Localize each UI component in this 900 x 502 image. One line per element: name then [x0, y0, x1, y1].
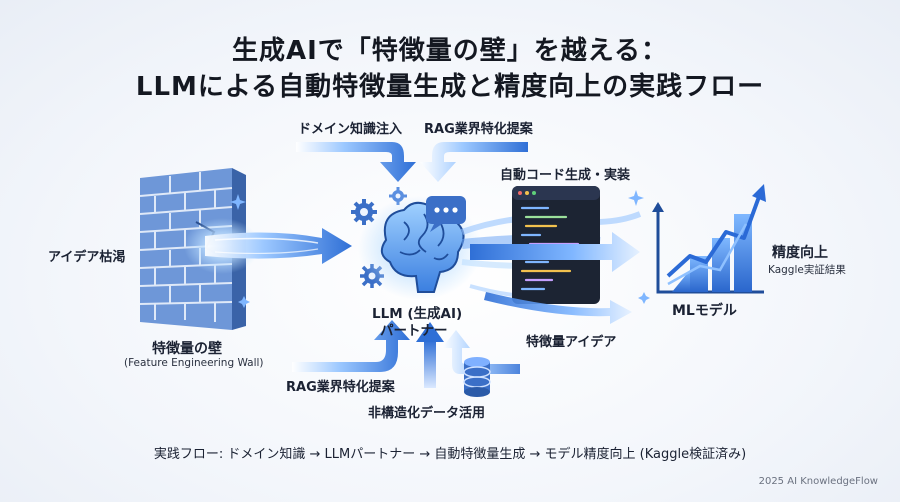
label-rag-top: RAG業界特化提案: [424, 122, 533, 137]
practice-flow-text: 実践フロー: ドメイン知識 → LLMパートナー → 自動特徴量生成 → モデル…: [153, 447, 747, 462]
rag-top-arrow: [420, 142, 528, 182]
credit-text: 2025 AI KnowledgeFlow: [758, 476, 878, 487]
label-llm-line1: LLM (生成AI): [372, 306, 463, 322]
database-icon: [463, 357, 491, 397]
label-unstructured: 非構造化データ活用: [368, 406, 486, 421]
title-line-1: 生成AIで「特徴量の壁」を越える：: [231, 36, 669, 66]
chat-bubble-icon: [426, 196, 466, 232]
database-right-arrow: [442, 330, 520, 374]
unstructured-data-arrow: [416, 322, 444, 388]
rag-bottom-arrow: [292, 320, 410, 372]
ml-model-chart-icon: [652, 184, 766, 294]
sparkle-icon: [230, 190, 650, 308]
idea-beam-arrow: [205, 228, 352, 264]
auto-feature-arrow: [470, 232, 640, 272]
label-ml-model: MLモデル: [672, 303, 737, 319]
domain-injection-arrow: [296, 142, 416, 182]
label-llm-line2: パートナー: [380, 323, 448, 339]
label-rag-bottom: RAG業界特化提案: [286, 380, 395, 395]
label-auto-code: 自動コード生成・実装: [500, 168, 631, 183]
label-idea-exhaustion: アイデア枯渇: [48, 250, 126, 265]
label-wall-sub: (Feature Engineering Wall): [124, 357, 264, 369]
label-feature-ideas: 特徴量アイデア: [526, 335, 617, 350]
gear-icon: [351, 199, 377, 225]
title-line-2: LLMによる自動特徴量生成と精度向上の実践フロー: [135, 72, 765, 102]
label-wall-title: 特徴量の壁: [152, 341, 222, 357]
label-domain-injection: ドメイン知識注入: [298, 122, 403, 137]
label-kaggle: Kaggle実証結果: [768, 264, 846, 276]
feature-ideas-arrow: [484, 292, 632, 324]
label-accuracy: 精度向上: [772, 245, 828, 261]
